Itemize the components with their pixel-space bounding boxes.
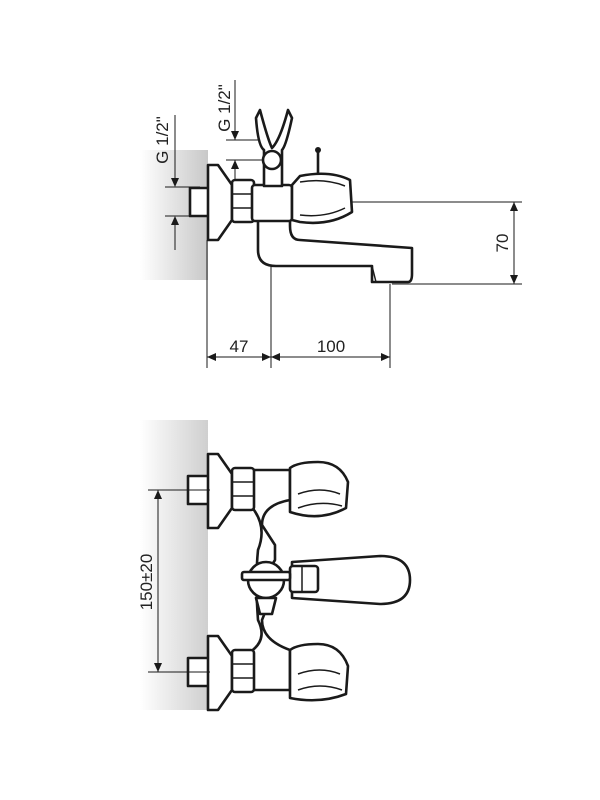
- dim-spout-reach-label: 100: [317, 337, 345, 356]
- diverter-knob: [288, 564, 320, 594]
- thread-dimension-top: G 1/2": [215, 80, 262, 180]
- shower-hook: [254, 108, 294, 188]
- spout: [256, 218, 414, 284]
- lower-escutcheon: [206, 634, 234, 712]
- dim-center-distance-label: 150±20: [137, 554, 156, 611]
- dimension-150: 150±20: [137, 489, 210, 673]
- dimension-47: 47: [207, 337, 271, 361]
- thread-label-left: G 1/2": [153, 116, 172, 164]
- upper-escutcheon: [206, 452, 234, 530]
- front-view: 150±20: [137, 420, 412, 712]
- thread-label-top: G 1/2": [215, 84, 234, 132]
- dimension-100: 100: [271, 337, 390, 361]
- lower-handle: [288, 642, 350, 702]
- dim-height-label: 70: [493, 234, 512, 253]
- mixer-body: [250, 183, 294, 223]
- lower-hex-nut: [230, 648, 256, 694]
- thread-dimension-left: G 1/2": [153, 115, 200, 250]
- dim-wall-offset-label: 47: [230, 337, 249, 356]
- escutcheon: [206, 163, 234, 242]
- side-view: G 1/2" G 1/2": [140, 80, 522, 368]
- side-handle: [290, 172, 354, 225]
- front-hook-arm: [240, 570, 292, 582]
- front-spout: [290, 554, 412, 606]
- dimension-70: 70: [493, 202, 518, 284]
- front-hook-stem: [254, 596, 278, 616]
- upper-handle: [288, 460, 350, 518]
- hook-pivot: [261, 149, 283, 171]
- upper-hex-nut: [230, 466, 256, 512]
